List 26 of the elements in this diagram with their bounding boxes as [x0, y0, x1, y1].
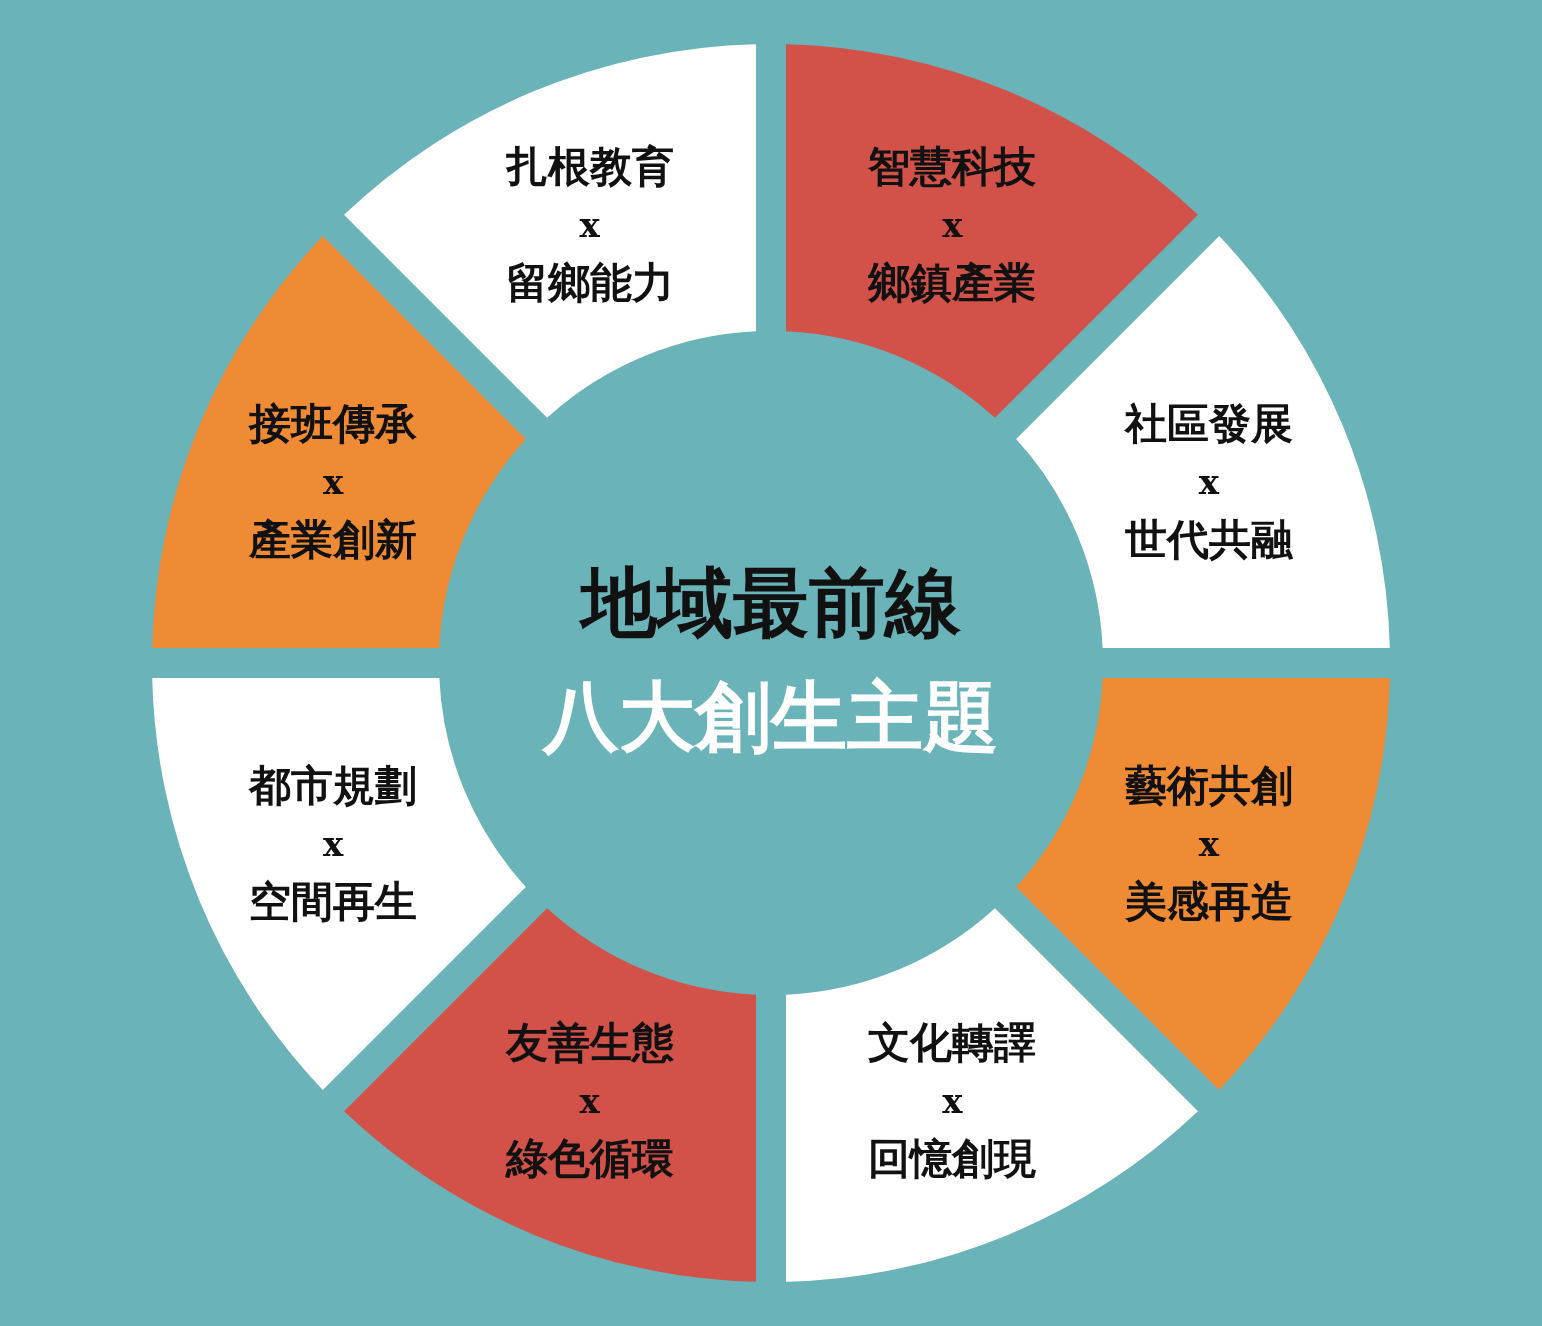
- separator-text: x: [321, 460, 345, 504]
- theme-text: 回憶創現: [868, 1132, 1037, 1185]
- theme-text: 都市規劃: [249, 760, 418, 813]
- theme-text: 文化轉譯: [868, 1016, 1037, 1069]
- theme-text: 世代共融: [1124, 513, 1293, 566]
- theme-text: 接班傳承: [249, 397, 418, 450]
- theme-text: 鄉鎮產業: [868, 257, 1037, 310]
- separator-text: x: [578, 1079, 601, 1123]
- separator-text: x: [1197, 460, 1221, 504]
- theme-text: 產業創新: [249, 513, 418, 566]
- theme-text: 留鄉能力: [505, 257, 674, 310]
- theme-text: 綠色循環: [505, 1132, 674, 1185]
- theme-text: 空間再生: [249, 876, 418, 929]
- theme-text: 藝術共創: [1124, 760, 1293, 813]
- theme-text: 社區發展: [1124, 397, 1293, 450]
- separator-text: x: [578, 204, 601, 248]
- theme-text: 美感再造: [1124, 876, 1293, 929]
- separator-text: x: [321, 823, 345, 867]
- theme-text: 扎根教育: [505, 141, 674, 194]
- separator-text: x: [1197, 823, 1221, 867]
- subtitle-text: 八大創生主題: [543, 671, 999, 763]
- title-text: 地域最前線: [581, 557, 961, 649]
- separator-text: x: [941, 204, 964, 248]
- theme-text: 友善生態: [505, 1016, 674, 1069]
- separator-text: x: [941, 1079, 964, 1123]
- theme-text: 智慧科技: [868, 141, 1037, 194]
